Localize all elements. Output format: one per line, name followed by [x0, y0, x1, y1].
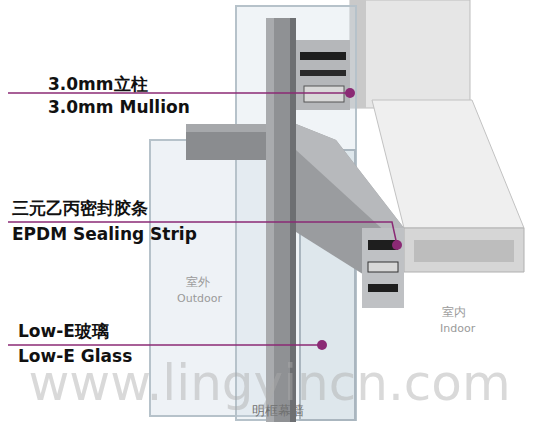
leader-line [8, 344, 322, 346]
callout-dot [392, 240, 402, 250]
leader-line [8, 222, 397, 245]
part-label: Low-E玻璃 [18, 322, 109, 341]
transom-slot [414, 240, 514, 262]
zone-label: 室内 [442, 306, 466, 319]
part-label: 三元乙丙密封胶条 [12, 199, 148, 218]
transom-top [372, 100, 524, 228]
zone-label: 室外 [186, 276, 210, 289]
transom-edge [186, 124, 266, 132]
zone-label: Indoor [440, 323, 475, 335]
mullion-tube [350, 0, 470, 108]
profile-chamber [368, 262, 398, 272]
transom-profile [186, 124, 266, 160]
part-label: 3.0mm立柱 [48, 75, 148, 94]
transom-edge [296, 124, 404, 236]
transom-front [404, 228, 524, 272]
mullion-section [296, 40, 350, 110]
part-label: EPDM Sealing Strip [12, 225, 197, 244]
gasket [300, 70, 346, 76]
zone-label: Outdoor [177, 293, 222, 305]
callout-dot [345, 88, 355, 98]
gasket [300, 52, 346, 60]
transom-section [362, 228, 404, 308]
callout-dot [317, 340, 327, 350]
gasket [368, 284, 398, 292]
profile-chamber [304, 86, 344, 102]
part-label: 3.0mm Mullion [48, 98, 190, 117]
watermark: www.lingyincn.com [0, 356, 539, 411]
